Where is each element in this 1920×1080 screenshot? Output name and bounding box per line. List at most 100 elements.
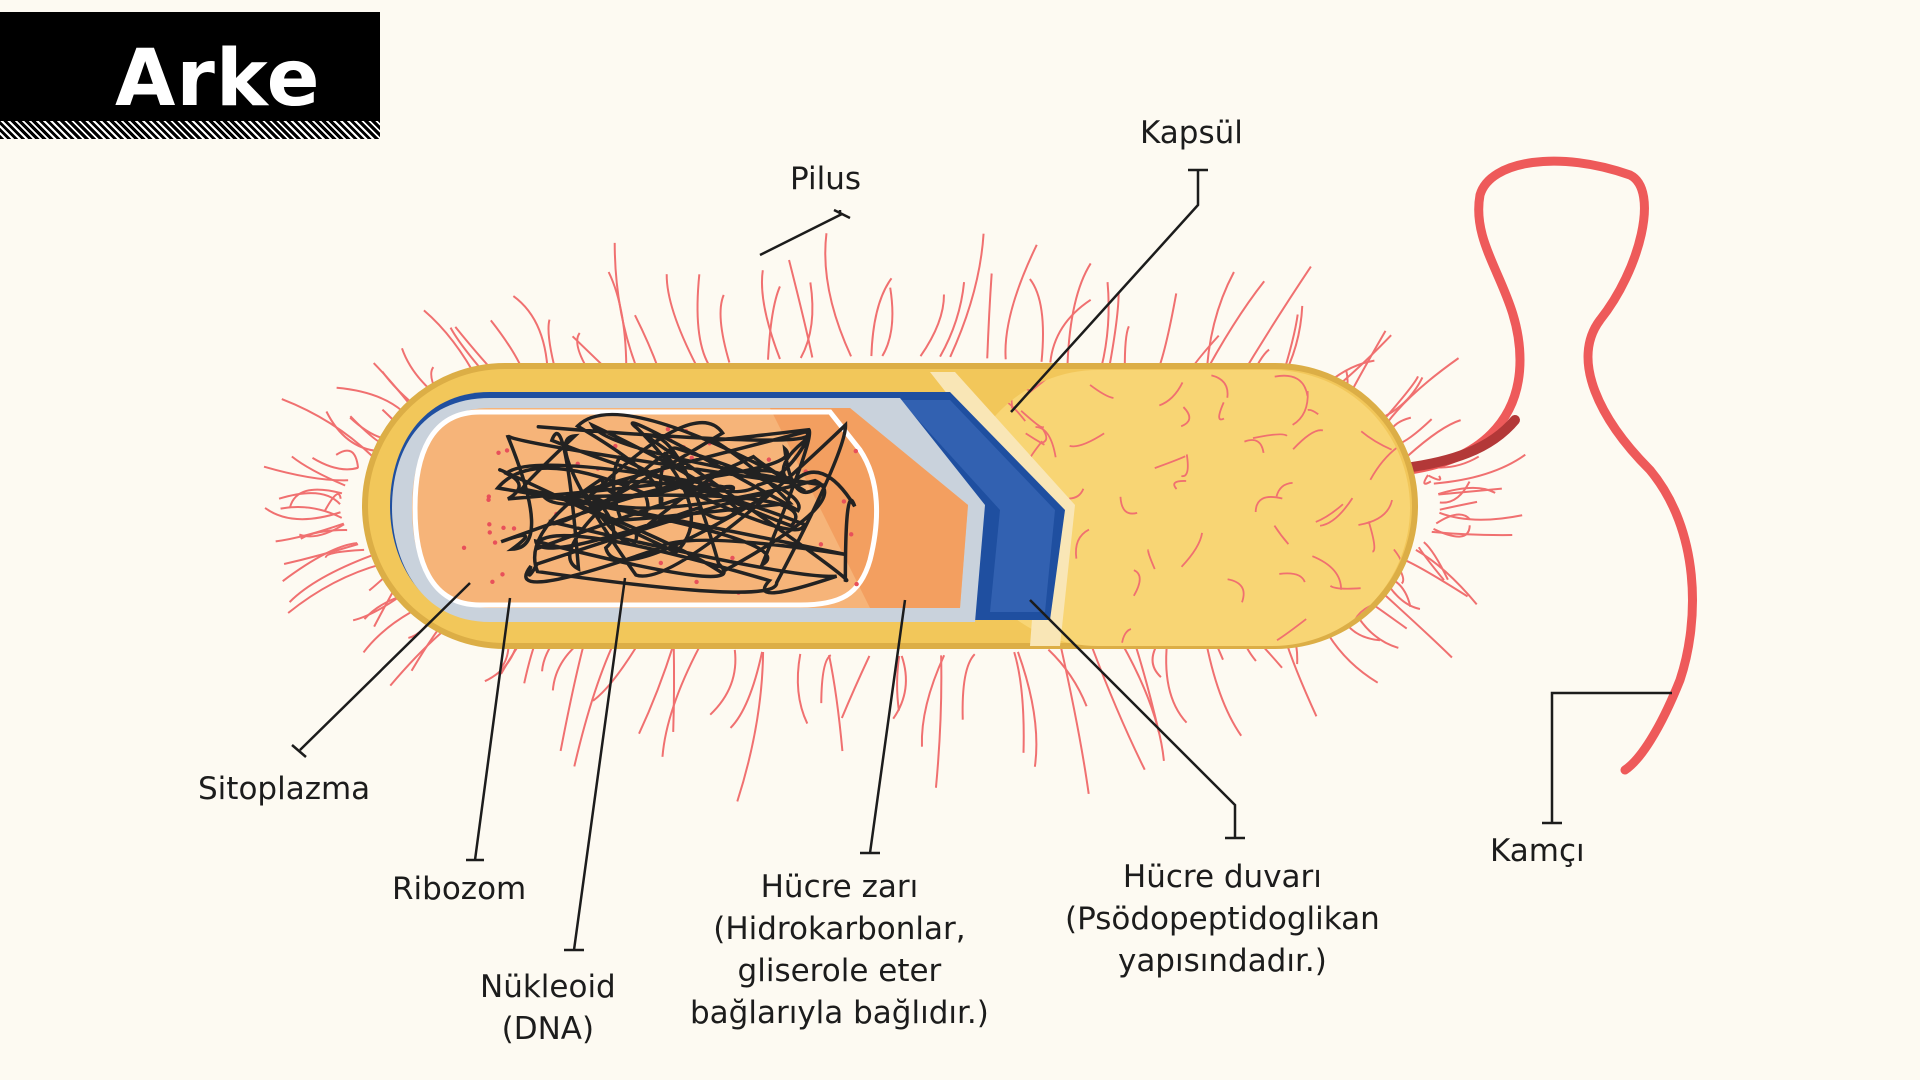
pilus-strand — [1423, 474, 1432, 485]
capsule-pilus-strand — [1275, 481, 1293, 497]
pilus-strand — [1433, 525, 1471, 538]
title-banner-hatch — [0, 121, 380, 139]
label-nukleoid: Nükleoid (DNA) — [480, 966, 616, 1050]
capsule-pilus-strand — [1367, 521, 1376, 553]
pilus-strand — [796, 653, 809, 725]
label-hucre-duvari-line2: (Psödopeptidoglikan — [1065, 901, 1380, 937]
pilus-strand — [613, 242, 640, 373]
pilus-strand — [1047, 648, 1088, 707]
pilus-strand — [1004, 244, 1038, 360]
capsule-pilus-strand — [1035, 426, 1057, 458]
cell-wall-texture — [900, 400, 1055, 612]
pilus-strand — [275, 522, 345, 543]
pilus-strand — [1049, 298, 1092, 363]
pilus-strand — [939, 282, 966, 358]
ribosome — [486, 497, 491, 503]
label-hucre-zari-line1: Hücre zarı — [760, 869, 919, 905]
capsule-pilus-strand — [1121, 628, 1132, 643]
dna-strand — [494, 412, 857, 595]
capsule-pilus-strand — [1315, 503, 1344, 523]
pilus-strand — [919, 294, 945, 357]
capsule-pilus-strand — [1069, 488, 1085, 500]
page-title: Arke — [115, 34, 321, 124]
leader-ribozom — [466, 597, 512, 862]
pilus-strand — [840, 655, 871, 719]
capsule-pilus-strand — [1180, 406, 1191, 428]
capsule-pilus-strand — [1133, 569, 1141, 597]
pilus-strand — [709, 649, 737, 716]
pilus-strand — [920, 654, 946, 747]
capsule-pilus-strand — [1211, 374, 1229, 398]
ribosome — [487, 522, 492, 527]
capsule-pilus-strand — [1119, 496, 1138, 515]
label-nukleoid-line2: (DNA) — [501, 1011, 595, 1047]
pilus-strand — [281, 398, 373, 457]
capsule-pilus-strand — [1147, 548, 1156, 570]
capsule-pilus-strand — [1312, 555, 1343, 590]
pilus-strand — [1439, 500, 1478, 511]
pilus-strand — [986, 273, 993, 359]
pilus-strand — [1439, 481, 1471, 504]
ribosome — [486, 494, 492, 499]
ribosome — [500, 572, 505, 577]
label-hucre-zari-line4: bağlarıyla bağlıdır.) — [690, 995, 989, 1031]
pilus-strand — [767, 286, 781, 360]
capsule-pilus-strand — [1254, 496, 1283, 513]
capsule-pilus-strand — [1360, 430, 1393, 451]
pilus-strand — [335, 449, 360, 468]
pilus-strand — [1090, 645, 1146, 771]
pilus-strand — [896, 655, 901, 711]
capsule-pilus-strand — [1181, 454, 1189, 478]
pilus-strand — [325, 411, 379, 453]
capsule-pilus-strand — [1154, 455, 1186, 469]
pilus-strand — [1428, 474, 1442, 481]
label-kamci: Kamçı — [1490, 833, 1585, 869]
pilus-strand — [788, 259, 814, 358]
capsule-pilus-strand — [1089, 384, 1114, 399]
ribosome — [492, 540, 498, 545]
pilus-strand — [1431, 530, 1513, 537]
leader-pilus — [759, 208, 851, 257]
ribosome — [849, 532, 854, 537]
capsule-pilus-strand — [1173, 480, 1187, 490]
label-hucre-duvari: Hücre duvarı (Psödopeptidoglikan yapısın… — [1065, 856, 1380, 982]
capsule-pilus-strand — [1069, 432, 1105, 448]
pilus-strand — [1108, 292, 1120, 369]
ribosome — [487, 530, 492, 535]
flagellum — [1405, 156, 1697, 775]
pilus-strand — [1403, 558, 1469, 598]
cytoplasm-cut — [770, 408, 968, 608]
pilus-strand — [736, 651, 765, 802]
ribosome — [818, 542, 824, 547]
capsule-pilus-strand — [1159, 382, 1184, 407]
pilus-strand — [638, 643, 675, 735]
capsule-pilus-strand — [1279, 572, 1306, 583]
pilus-strand — [719, 294, 731, 363]
ribosome — [694, 579, 699, 585]
ribosome — [766, 457, 772, 462]
capsule-pilus-strand — [1218, 402, 1225, 421]
flagellum-hook — [1400, 415, 1520, 473]
pilus-strand — [799, 282, 814, 359]
pilus-strand — [1433, 453, 1526, 485]
capsule-pilus-strand — [1227, 578, 1245, 603]
capsule-pilus-strand — [1244, 439, 1265, 454]
pilus-strand — [280, 506, 343, 519]
pilus-strand — [1435, 513, 1471, 525]
label-pilus: Pilus — [790, 161, 862, 197]
pilus-strand — [820, 654, 832, 704]
pilus-strand — [892, 655, 907, 720]
pilus-strand — [961, 653, 976, 720]
ribosome — [665, 426, 671, 432]
pilus-strand — [665, 274, 698, 367]
ribosome — [853, 448, 858, 454]
pilus-strand — [696, 274, 710, 365]
pilus-strand — [729, 651, 764, 729]
capsule-pilus-strand — [1075, 528, 1090, 559]
pilus-strand — [263, 465, 349, 482]
pilus-strand — [934, 655, 943, 788]
pilus-strand — [824, 233, 852, 357]
pilus-strand — [1016, 651, 1038, 767]
capsule-pilus-strand — [1319, 497, 1354, 527]
pilus-strand — [1437, 486, 1496, 496]
